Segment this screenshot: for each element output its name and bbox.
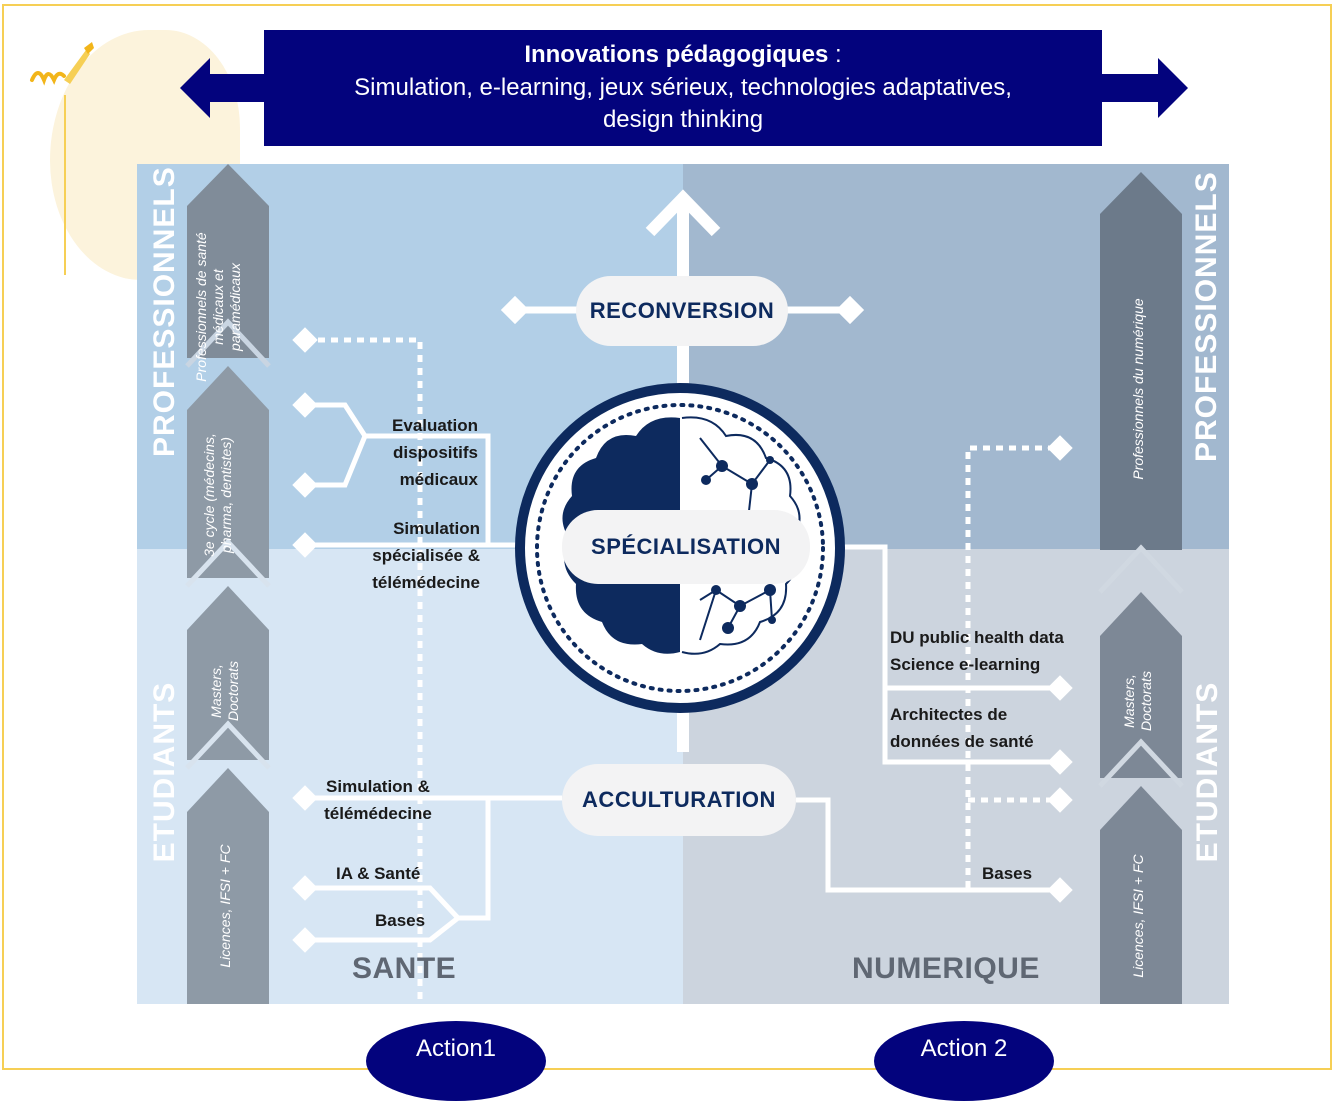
label-simtele-line1: Simulation & [326,777,430,796]
banner-line-1: Simulation, e-learning, jeux sérieux, te… [354,73,1012,101]
left-stage-professionnels: Professionnels de santé médicaux et para… [193,232,243,382]
label-simspec-line1: Simulation [393,519,480,538]
sante-lower-nodes [292,785,318,953]
left-professionnels-label: PROFESSIONNELS [148,166,181,457]
decorative-line [64,95,66,275]
innovations-banner: Innovations pédagogiques : Simulation, e… [264,30,1102,146]
acculturation-pill: ACCULTURATION [562,764,796,836]
label-du-line2: Science e-learning [890,655,1041,674]
label-du-public-health: DU public health data Science e-learning [890,624,1064,678]
label-evaluation-line1: Evaluation [392,416,478,435]
page-frame [2,4,1332,1070]
banner-arrow-right-head [1158,58,1188,118]
label-bases-sante: Bases [375,911,426,930]
diagram-graphics [185,164,1184,1004]
label-simulation-telemedecine: Simulation & télémédecine [303,773,453,827]
sante-upper-nodes [292,327,318,558]
label-simtele-line2: télémédecine [324,804,432,823]
right-stage-licences: Licences, IFSI + FC [1130,854,1146,978]
label-bases-numerique: Bases [982,864,1033,883]
label-simspec-line3: télémédecine [372,573,480,592]
right-stage-masters: Masters, Doctorats [1121,671,1154,731]
action1-button[interactable]: Action1 [366,1021,546,1101]
banner-title: Innovations pédagogiques [524,40,829,68]
left-stage-licences: Licences, IFSI + FC [217,844,233,968]
action2-button[interactable]: Action 2 [874,1021,1054,1101]
label-evaluation-line3: médicaux [399,470,478,489]
banner-title-line: Innovations pédagogiques : [264,41,1102,70]
specialisation-pill: SPÉCIALISATION [562,510,810,584]
label-architectes-line2: données de santé [890,732,1034,751]
left-stage-3e-cycle: 3e cycle (médecins, pharma, dentistes) [201,433,234,557]
label-architectes-line1: Architectes de [890,705,1008,724]
left-progression-column [185,164,271,1004]
label-du-line1: DU public health data [890,628,1064,647]
domain-sante: SANTE [352,952,457,985]
right-stage-professionnels: Professionnels du numérique [1130,298,1146,480]
reconversion-pill: RECONVERSION [576,276,788,346]
label-architectes: Architectes de données de santé [890,701,1034,755]
sante-lower-branches [305,795,562,943]
label-evaluation-dispositifs: Evaluation dispositifs médicaux [340,412,478,493]
banner-line-2: design thinking [602,106,764,134]
label-evaluation-line2: dispositifs [392,443,478,462]
label-ia-sante: IA & Santé [336,864,421,883]
numerique-branches [796,445,1060,893]
banner-arrow-left-shaft [208,74,268,102]
label-simulation-specialisee: Simulation spécialisée & télémédecine [330,515,480,596]
right-etudiants-label: ETUDIANTS [1191,681,1224,863]
left-stage-masters: Masters, Doctorats [208,661,241,721]
pen-logo-icon [30,42,94,86]
right-professionnels-label: PROFESSIONNELS [1190,171,1223,462]
banner-arrow-right-shaft [1098,74,1160,102]
label-simspec-line2: spécialisée & [372,546,480,565]
domain-numerique: NUMERIQUE [852,952,1040,985]
right-progression-column [1098,172,1184,1004]
banner-arrow-left-head [180,58,210,118]
left-etudiants-label: ETUDIANTS [148,681,181,863]
banner-colon: : [828,40,842,68]
